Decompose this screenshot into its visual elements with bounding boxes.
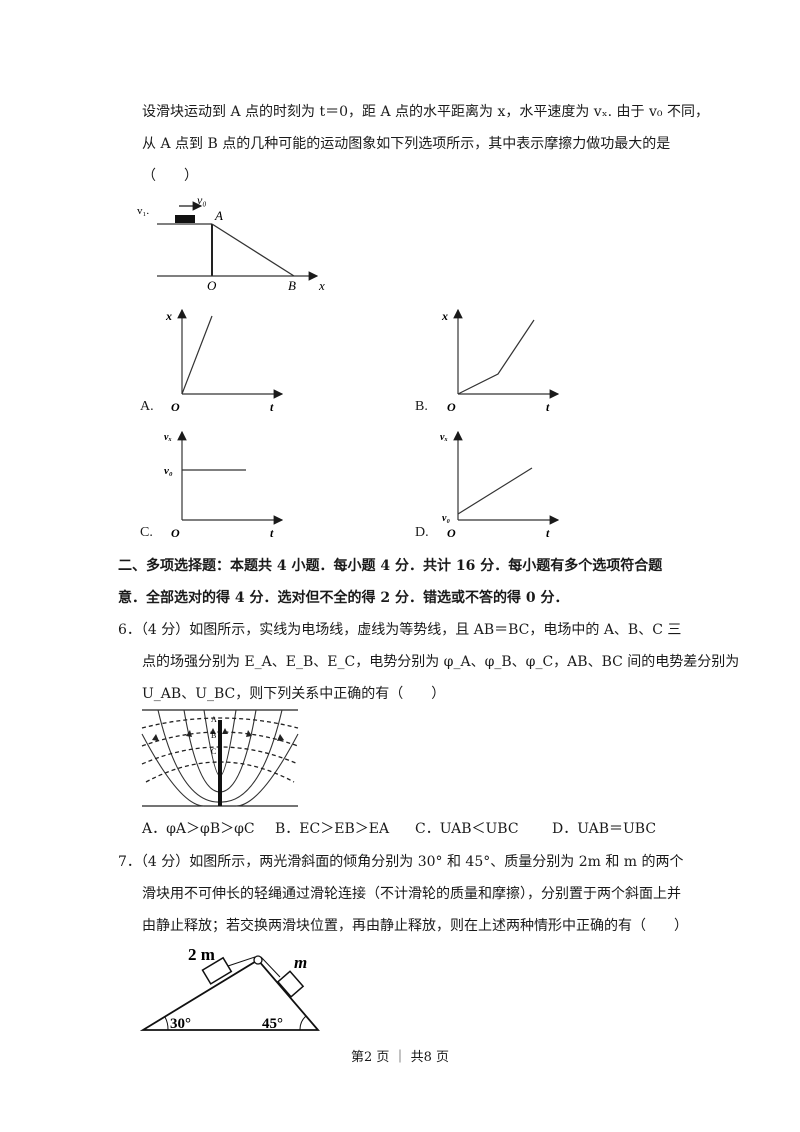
q7-line-3: 由静止释放；若交换两滑块位置，再由静止释放，则在上述两种情形中正确的有（ ） (142, 918, 688, 934)
q6-option-a[interactable]: A．φA＞φB＞φC (142, 821, 255, 837)
angle-left-label: 30° (170, 1016, 191, 1032)
field-point-c: C (211, 747, 216, 756)
b-t-label: t (546, 400, 550, 414)
a-origin: O (171, 400, 180, 414)
origin-label: O (207, 278, 217, 292)
b-y-label: x (441, 309, 448, 323)
c-v0-label: v₀ (164, 465, 173, 477)
d-origin: O (447, 526, 456, 540)
a-t-label: t (270, 400, 274, 414)
c-origin: O (171, 526, 180, 540)
d-v0-label: v₀ (442, 513, 450, 524)
option-d-graph[interactable]: vₓ v₀ O t (436, 424, 566, 544)
option-c-letter[interactable]: C. (140, 525, 153, 540)
q7-incline-figure: 2 m m 30° 45° (140, 945, 320, 1032)
option-c-graph[interactable]: vₓ v₀ O t (160, 424, 290, 544)
q6-line-1: 6．（4 分）如图所示，实线为电场线，虚线为等势线，且 AB＝BC，电场中的 A… (118, 622, 682, 638)
angle-right-label: 45° (262, 1016, 283, 1032)
q6-option-c[interactable]: C．UAB＜UBC (415, 821, 519, 837)
section2-line-1: 二、多项选择题：本题共 4 小题．每小题 4 分．共计 16 分．每小题有多个选… (118, 558, 663, 574)
q5-line-2: 从 A 点到 B 点的几种可能的运动图象如下列选项所示，其中表示摩擦力做功最大的… (142, 136, 671, 152)
field-point-a: A (211, 715, 217, 724)
q6-line-3: U_AB、U_BC，则下列关系中正确的有（ ） (142, 686, 446, 702)
mass-right-label: m (294, 953, 307, 972)
q6-option-d[interactable]: D．UAB＝UBC (552, 821, 657, 837)
option-a-graph[interactable]: x O t (160, 300, 290, 418)
q7-line-1: 7．（4 分）如图所示，两光滑斜面的倾角分别为 30° 和 45°、质量分别为 … (118, 854, 684, 870)
field-point-b: B (211, 731, 216, 740)
point-a-label: A (214, 208, 223, 223)
page-footer: 第2 页 ｜ 共8 页 (350, 1050, 450, 1065)
b-origin: O (447, 400, 456, 414)
q5-bracket: （ ） (142, 168, 198, 184)
option-b-letter[interactable]: B. (415, 399, 428, 414)
d-t-label: t (546, 526, 550, 540)
q6-field-figure: A B C (141, 709, 299, 807)
option-d-letter[interactable]: D. (415, 525, 429, 540)
point-b-label: B (288, 278, 296, 292)
option-a-letter[interactable]: A. (140, 399, 154, 414)
a-y-label: x (165, 309, 172, 323)
q5-slope-figure: v₁. v₀ A O B x (137, 193, 325, 292)
x-axis-label: x (318, 278, 325, 292)
q6-option-b[interactable]: B．EC＞EB＞EA (275, 821, 390, 837)
q7-line-2: 滑块用不可伸长的轻绳通过滑轮连接（不计滑轮的质量和摩擦），分别置于两个斜面上并 (142, 886, 681, 902)
c-y-label: vₓ (164, 432, 172, 443)
vx-label: v₁. (137, 205, 149, 217)
option-b-graph[interactable]: x O t (436, 300, 566, 418)
v0-label: v₀ (197, 193, 207, 207)
c-t-label: t (270, 526, 274, 540)
q5-line-1: 设滑块运动到 A 点的时刻为 t＝0，距 A 点的水平距离为 x，水平速度为 v… (142, 104, 709, 120)
q6-line-2: 点的场强分别为 E_A、E_B、E_C，电势分别为 φ_A、φ_B、φ_C，AB… (142, 654, 740, 670)
section2-line-2: 意．全部选对的得 4 分．选对但不全的得 2 分．错选或不答的得 0 分． (118, 590, 569, 606)
d-y-label: vₓ (440, 432, 448, 443)
mass-left-label: 2 m (188, 945, 215, 964)
